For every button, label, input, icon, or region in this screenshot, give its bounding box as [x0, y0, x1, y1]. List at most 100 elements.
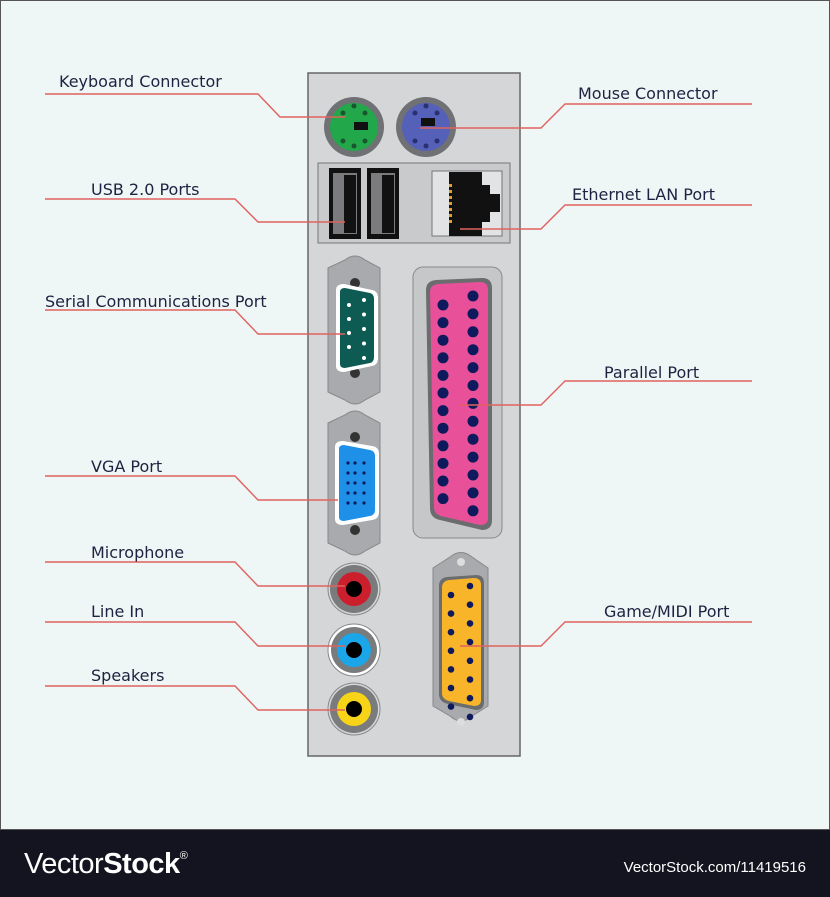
connector-pin: [447, 610, 455, 617]
label-game-midi-port: Game/MIDI Port: [604, 602, 729, 621]
connector-pin: [437, 457, 449, 469]
connector-pin: [437, 317, 449, 329]
connector-pin: [437, 387, 449, 399]
connector-pin: [346, 471, 350, 475]
keyboard-connector: [324, 97, 384, 157]
connector-pin: [353, 461, 357, 465]
connector-pin: [467, 505, 479, 517]
connector-pin: [353, 491, 357, 495]
connector-pin: [466, 694, 474, 702]
connector-pin: [466, 638, 474, 646]
leader-ethernet: [460, 204, 752, 230]
connector-pin: [362, 356, 366, 360]
connector-pin: [362, 501, 366, 505]
leader-vga: [45, 475, 338, 501]
connector-pin: [466, 582, 474, 590]
connector-pin: [346, 481, 350, 485]
connector-pin: [362, 461, 366, 465]
game-midi-port: [432, 552, 489, 726]
connector-pin: [467, 290, 479, 302]
leader-microphone: [45, 561, 345, 587]
connector-pin: [467, 308, 479, 320]
vectorstock-logo: VectorStock®: [24, 848, 188, 880]
connector-pin: [362, 327, 366, 331]
leader-mouse: [420, 103, 752, 129]
footer-url: VectorStock.com/11419516: [623, 859, 806, 876]
connector-pin: [447, 684, 455, 692]
leader-game: [460, 621, 752, 647]
connector-pin: [466, 601, 474, 608]
connector-pin: [467, 433, 479, 445]
connector-pin: [467, 380, 479, 391]
connector-pin: [362, 491, 366, 495]
connector-pin: [467, 487, 479, 499]
serial-port: [327, 255, 381, 405]
label-speakers: Speakers: [91, 666, 164, 685]
connector-pin: [353, 481, 357, 485]
connector-pin: [437, 352, 449, 364]
connector-pin: [362, 312, 366, 317]
connector-pin: [437, 334, 449, 346]
connector-pin: [346, 501, 350, 505]
connector-pin: [447, 666, 455, 673]
connector-pin: [467, 469, 479, 481]
leader-speakers: [45, 685, 345, 711]
connector-pin: [447, 703, 455, 710]
connector-pin: [467, 397, 479, 409]
connector-pin: [466, 657, 474, 665]
connector-pin: [447, 628, 455, 636]
label-serial-port: Serial Communications Port: [45, 292, 267, 311]
label-ethernet-port: Ethernet LAN Port: [572, 185, 715, 204]
connector-pin: [353, 501, 357, 505]
label-vga-port: VGA Port: [91, 457, 162, 476]
leader-line-in: [45, 621, 345, 647]
ethernet-port: [431, 170, 503, 237]
connector-pin: [447, 591, 455, 599]
connector-pin: [437, 493, 449, 505]
label-usb-ports: USB 2.0 Ports: [91, 180, 200, 199]
label-keyboard-connector: Keyboard Connector: [59, 72, 222, 91]
connector-pin: [467, 326, 479, 338]
connector-pin: [437, 440, 449, 452]
parallel-port: [412, 266, 503, 539]
connector-pin: [467, 362, 479, 374]
leader-usb: [45, 198, 345, 223]
connector-pin: [362, 298, 366, 302]
mouse-connector: [396, 97, 456, 157]
connector-pin: [362, 481, 366, 485]
connector-pin: [437, 369, 449, 381]
connector-pin: [467, 415, 479, 427]
connector-pin: [437, 422, 449, 434]
vga-port: [327, 410, 381, 556]
connector-pin: [437, 405, 449, 417]
label-microphone: Microphone: [91, 543, 184, 562]
connector-pin: [467, 451, 479, 463]
label-line-in: Line In: [91, 602, 144, 621]
usb-port-1: [329, 168, 361, 239]
connector-pin: [466, 676, 474, 683]
speakers-jack: [327, 682, 381, 736]
leader-serial: [45, 309, 345, 335]
leader-parallel: [460, 380, 752, 406]
connector-pin: [362, 471, 366, 475]
connector-pin: [347, 345, 351, 349]
connector-pin: [437, 299, 449, 311]
connector-pin: [346, 461, 350, 465]
connector-pin: [437, 475, 449, 487]
connector-pin: [466, 713, 474, 721]
label-parallel-port: Parallel Port: [604, 363, 699, 382]
connector-pin: [447, 647, 455, 655]
connector-pin: [346, 491, 350, 495]
label-mouse-connector: Mouse Connector: [578, 84, 718, 103]
connector-pin: [467, 344, 479, 356]
usb-port-2: [367, 168, 399, 239]
connector-pin: [347, 331, 351, 335]
connector-pin: [466, 620, 474, 627]
leader-keyboard: [45, 93, 345, 118]
line-in-jack: [327, 623, 381, 677]
connector-pin: [347, 303, 351, 307]
microphone-jack: [327, 562, 381, 616]
connector-pin: [362, 341, 366, 346]
connector-pin: [353, 471, 357, 475]
